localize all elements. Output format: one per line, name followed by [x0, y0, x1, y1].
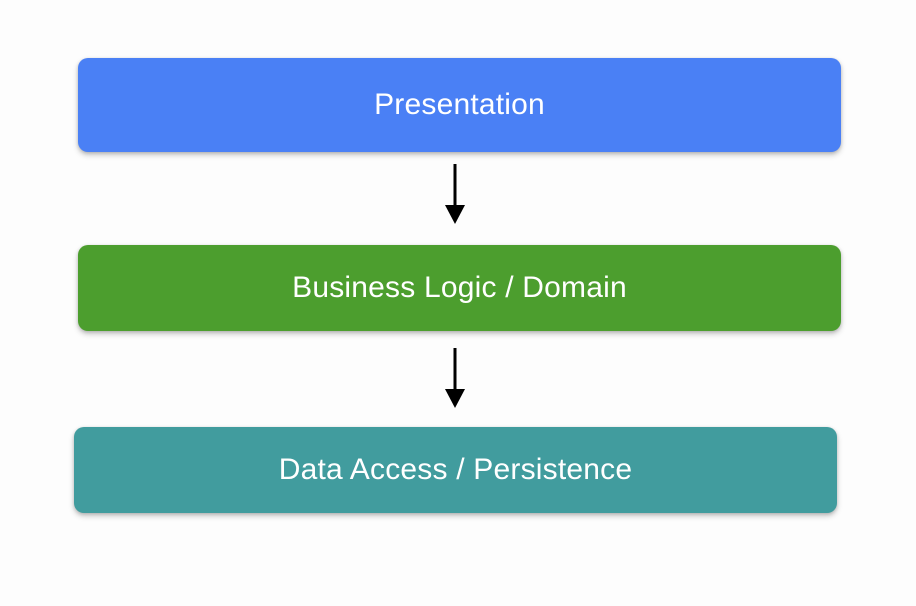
layer-label-business-logic: Business Logic / Domain	[292, 271, 627, 304]
layer-box-business-logic[interactable]: Business Logic / Domain	[78, 245, 841, 331]
layer-box-data-access[interactable]: Data Access / Persistence	[74, 427, 837, 513]
layer-label-data-access: Data Access / Persistence	[278, 453, 633, 486]
arrow-down-glyph	[445, 164, 465, 224]
arrow-down-glyph	[445, 348, 465, 408]
layer-box-presentation[interactable]: Presentation	[78, 58, 841, 152]
arrow-down-icon-business-to-data	[437, 347, 473, 409]
arrow-down-icon-presentation-to-business	[437, 163, 473, 225]
layer-label-presentation: Presentation	[374, 88, 545, 121]
